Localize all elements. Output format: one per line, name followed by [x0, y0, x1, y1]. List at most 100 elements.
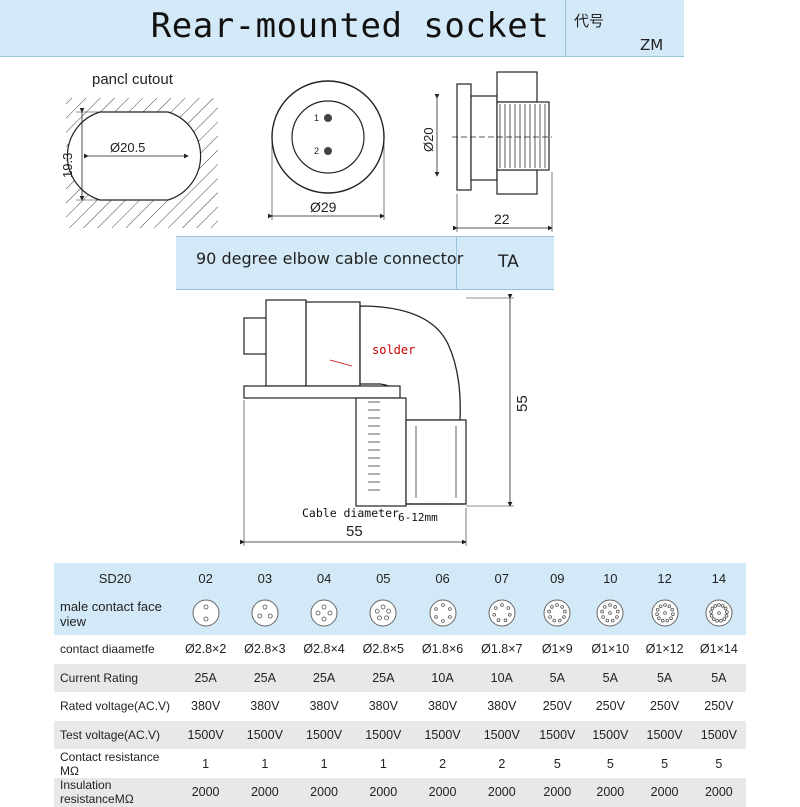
- column-header: 07: [472, 563, 532, 593]
- table-cell: Ø1.8×7: [472, 635, 532, 664]
- row-label: Test voltage(AC.V): [54, 720, 176, 750]
- contact-face-icon: [310, 599, 338, 626]
- row-label: Insulation resistanceMΩ: [54, 777, 176, 807]
- table-cell: 5: [531, 749, 584, 778]
- contact-face-cell: [583, 593, 638, 635]
- contact-face-icon: [251, 599, 279, 626]
- cable-range-label: 6-12mm: [398, 511, 438, 524]
- table-cell: 250V: [531, 692, 584, 721]
- table-cell: 1500V: [531, 720, 584, 750]
- table-cell: 250V: [583, 692, 638, 721]
- contact-face-icon: [543, 599, 571, 626]
- elbow-connector-drawing: solder 55 55 Cable diameter 6-12mm: [240, 294, 531, 546]
- table-cell: 250V: [637, 692, 692, 721]
- table-cell: 250V: [691, 692, 746, 721]
- table-cell: 1500V: [637, 720, 692, 750]
- contact-face-cell: [412, 593, 473, 635]
- pin-2-label: 2: [314, 146, 319, 156]
- elbow-width-label: 55: [346, 523, 363, 540]
- header-bar: [0, 0, 684, 57]
- table-cell: 25A: [176, 663, 236, 693]
- contact-face-cell: [294, 593, 354, 635]
- table-cell: 1: [235, 749, 295, 778]
- table-cell: 5A: [691, 663, 746, 693]
- elbow-band-divider: [456, 236, 457, 290]
- contact-face-icon: [705, 599, 733, 626]
- table-cell: 2000: [176, 777, 236, 807]
- table-cell: 380V: [412, 692, 473, 721]
- table-cell: 2000: [235, 777, 295, 807]
- row-label: male contact face view: [54, 593, 176, 635]
- column-header: 05: [353, 563, 413, 593]
- table-cell: 2000: [583, 777, 638, 807]
- table-cell: Ø2.8×4: [294, 635, 354, 664]
- table-cell: 5A: [583, 663, 638, 693]
- row-label: Rated voltage(AC.V): [54, 692, 176, 721]
- panel-cutout-label: pancl cutout: [92, 71, 174, 88]
- column-header: 03: [235, 563, 295, 593]
- column-header: 04: [294, 563, 354, 593]
- table-cell: 1500V: [583, 720, 638, 750]
- contact-face-icon: [429, 599, 457, 626]
- contact-face-cell: [235, 593, 295, 635]
- table-cell: 1: [353, 749, 413, 778]
- table-cell: 2000: [637, 777, 692, 807]
- front-diameter-label: Ø29: [310, 199, 337, 215]
- page-title: Rear-mounted socket: [150, 6, 550, 46]
- table-cell: 1500V: [691, 720, 746, 750]
- table-cell: 1500V: [176, 720, 236, 750]
- header-divider: [565, 0, 566, 56]
- table-cell: 1500V: [472, 720, 532, 750]
- contact-face-cell: [691, 593, 746, 635]
- elbow-title-band: [176, 236, 554, 290]
- contact-face-cell: [472, 593, 532, 635]
- series-label: SD20: [54, 563, 176, 593]
- contact-face-icon: [651, 599, 679, 626]
- table-cell: 5A: [637, 663, 692, 693]
- contact-face-cell: [176, 593, 236, 635]
- table-cell: 380V: [353, 692, 413, 721]
- code-label: 代号: [574, 12, 605, 30]
- column-header: 14: [691, 563, 746, 593]
- table-cell: 2000: [294, 777, 354, 807]
- contact-face-icon: [488, 599, 516, 626]
- pin-1: [324, 114, 332, 122]
- table-cell: 2000: [472, 777, 532, 807]
- row-label: contact diaametfe: [54, 635, 176, 664]
- pin-1-label: 1: [314, 113, 319, 123]
- pin-2: [324, 147, 332, 155]
- elbow-title: 90 degree elbow cable connector: [196, 249, 464, 268]
- table-cell: 2: [472, 749, 532, 778]
- table-cell: 2000: [353, 777, 413, 807]
- side-diameter-label: Ø20: [421, 127, 436, 152]
- table-cell: 10A: [472, 663, 532, 693]
- column-header: 12: [637, 563, 692, 593]
- row-label: Contact resistance MΩ: [54, 749, 176, 778]
- row-label: Current Rating: [54, 663, 176, 693]
- solder-label: solder: [372, 343, 415, 357]
- front-view: 1 2 Ø29: [268, 80, 385, 220]
- table-cell: 1: [294, 749, 354, 778]
- contact-face-cell: [353, 593, 413, 635]
- table-cell: 2: [412, 749, 473, 778]
- table-cell: 25A: [353, 663, 413, 693]
- table-cell: 1500V: [353, 720, 413, 750]
- table-cell: Ø1×12: [637, 635, 692, 664]
- table-cell: Ø1.8×6: [412, 635, 473, 664]
- table-row: male contact face view: [54, 593, 746, 635]
- elbow-height-label: 55: [514, 395, 531, 412]
- side-view: Ø20 22: [421, 71, 553, 232]
- table-cell: Ø1×14: [691, 635, 746, 664]
- table-cell: 25A: [235, 663, 295, 693]
- code-value: ZM: [640, 36, 664, 54]
- cable-diameter-label: Cable diameter: [302, 506, 399, 520]
- table-cell: 380V: [176, 692, 236, 721]
- table-cell: 2000: [531, 777, 584, 807]
- column-header: 09: [531, 563, 584, 593]
